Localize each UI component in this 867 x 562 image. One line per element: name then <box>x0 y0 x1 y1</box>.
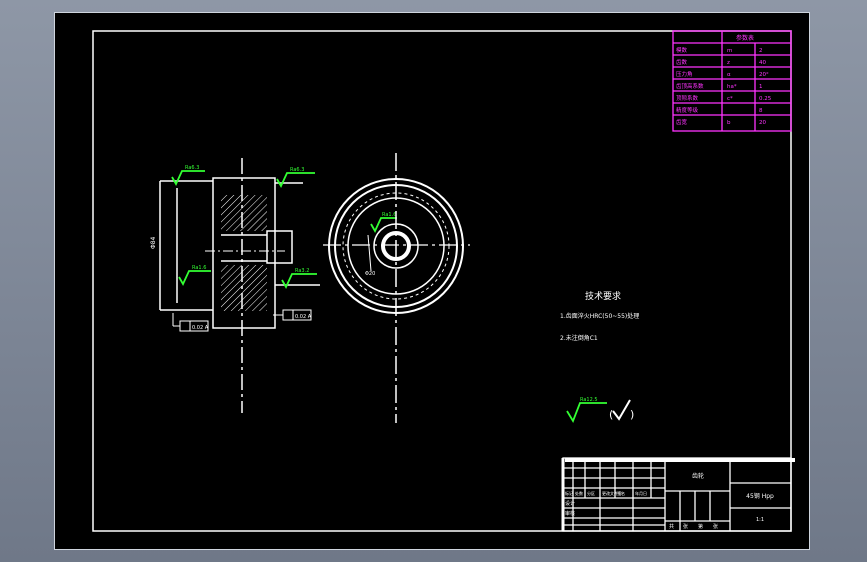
title-block-footer-cell: 共 <box>669 523 674 530</box>
param-label: 齿顶高系数 <box>676 82 704 90</box>
roughness-bore: Ra1.6 <box>382 212 396 218</box>
param-value: 1 <box>759 84 763 90</box>
param-code: ha* <box>727 84 737 90</box>
param-label: 顶隙系数 <box>676 94 699 102</box>
roughness-bore-icon <box>370 217 397 233</box>
param-value: 2 <box>759 48 763 54</box>
roughness-general-icon <box>566 402 607 424</box>
params-table-header: 参数表 <box>736 34 754 42</box>
tolerance-left: 0.02 A <box>192 325 209 331</box>
roughness-top-left: Ra6.3 <box>185 165 199 171</box>
roughness-top-right: Ra6.3 <box>290 167 304 173</box>
params-table-rows: 模数 m 2 齿数 z 40 压力角 α 20° 齿顶高系数 ha* 1 顶隙系数 c* 0.25 精度等级 8… <box>676 46 772 126</box>
title-block-designer: 设计 <box>565 500 575 507</box>
tech-requirements-title: 技术要求 <box>585 290 621 302</box>
dim-bore-small: Φ20 <box>365 271 375 277</box>
param-value: 40 <box>759 60 766 66</box>
param-label: 齿宽 <box>676 118 688 126</box>
title-block-label: 签名 <box>617 490 625 496</box>
param-value: 0.25 <box>759 96 772 102</box>
dim-outer-height: Φ84 <box>150 236 157 249</box>
title-block-checker: 审核 <box>565 510 575 517</box>
param-code: c* <box>727 96 733 102</box>
param-code: b <box>727 120 731 126</box>
tolerance-right: 0.02 A <box>295 314 312 320</box>
drawing-frame <box>92 30 792 532</box>
check-paren: ( <box>609 408 613 421</box>
roughness-symbols <box>171 170 607 424</box>
title-block-labels: 标记处数分区 更改文件号签名 年月日 <box>565 490 647 496</box>
roughness-mid-right: Ra3.2 <box>295 268 309 274</box>
roughness-mid-right-icon <box>281 273 317 289</box>
param-code: α <box>727 72 731 78</box>
param-label: 压力角 <box>676 70 693 78</box>
tech-requirement-1: 1.齿面淬火HRC(50~55)处理 <box>560 312 639 320</box>
hatch-lower <box>221 265 267 311</box>
title-block-label: 标记 <box>565 490 573 496</box>
drawing-canvas: 参数表 模数 m 2 齿数 z 40 压力角 α 20° 齿顶高系数 ha* 1 顶隙系数 c* 0.25 精… <box>92 30 795 532</box>
title-block-footer-cell: 张 <box>683 523 688 530</box>
param-code: z <box>727 60 730 66</box>
param-value: 20° <box>759 72 769 78</box>
cad-viewport[interactable]: 参数表 模数 m 2 齿数 z 40 压力角 α 20° 齿顶高系数 ha* 1 顶隙系数 c* 0.25 精… <box>54 12 810 550</box>
tolerance-frame-right <box>273 309 312 321</box>
title-block-footer-cell: 第 <box>698 523 703 530</box>
title-block-material: 45钢 Hpp <box>746 492 774 500</box>
param-value: 20 <box>759 120 766 126</box>
title-block-footer-cell: 张 <box>713 523 718 530</box>
param-label: 齿数 <box>676 58 688 66</box>
check-icon <box>612 399 631 421</box>
title-block-part-name: 齿轮 <box>692 472 704 480</box>
tolerance-frame-left <box>172 313 209 332</box>
title-block-label: 处数 <box>575 490 583 496</box>
title-block <box>561 457 795 532</box>
param-value: 8 <box>759 108 763 114</box>
title-block-label: 分区 <box>587 490 595 496</box>
hatch-upper <box>221 195 267 231</box>
title-block-label: 更改文件号 <box>602 490 622 496</box>
roughness-mid-left-icon <box>178 270 211 286</box>
param-code: m <box>727 48 732 54</box>
roughness-mid-left: Ra1.6 <box>192 265 206 271</box>
param-label: 精度等级 <box>676 106 699 114</box>
title-block-scale: 1:1 <box>756 517 764 523</box>
params-table <box>672 30 792 132</box>
param-label: 模数 <box>676 46 688 54</box>
title-block-label: 年月日 <box>635 490 647 496</box>
gear-front-view <box>323 153 470 423</box>
check-paren-close: ) <box>630 408 634 421</box>
roughness-top-right-icon <box>276 172 315 188</box>
title-block-footer: 共张第张 <box>669 523 718 530</box>
tech-requirement-2: 2.未注倒角C1 <box>560 334 598 342</box>
roughness-general: Ra12.5 <box>580 397 598 403</box>
roughness-top-left-icon <box>171 170 205 186</box>
